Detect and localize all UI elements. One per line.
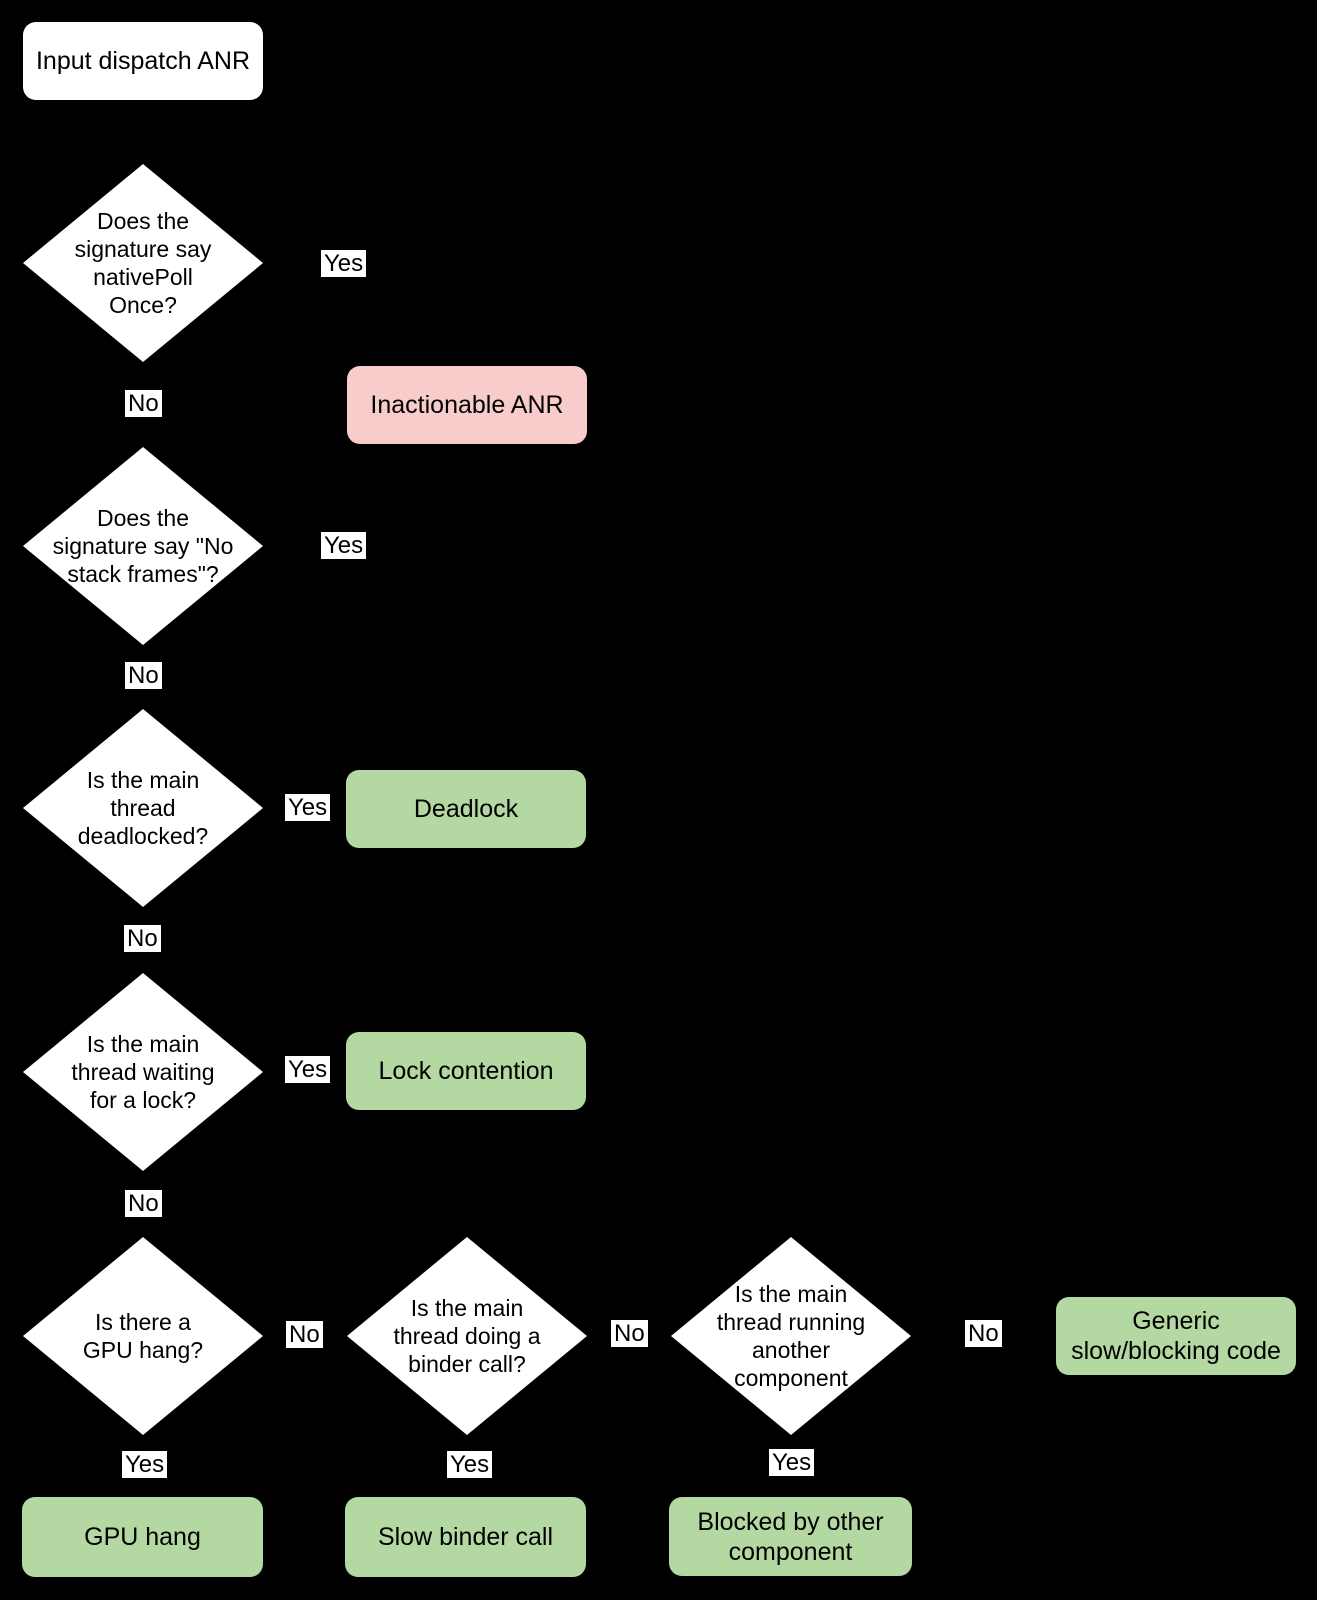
edge-label-yes-binder-call: Yes (447, 1451, 493, 1478)
edge-label-no-no-stack-frames: No (125, 662, 162, 689)
decision-label: Is the main thread waiting for a lock? (71, 1031, 215, 1113)
decision-label: Is the main thread doing a binder call? (393, 1295, 541, 1377)
decision-binder-call: Is the main thread doing a binder call? (347, 1237, 587, 1435)
decision-nativepoll-once: Does the signature say nativePoll Once? (23, 164, 263, 362)
edge-label-yes-deadlocked: Yes (285, 794, 331, 821)
edge-label-yes-nativepoll: Yes (321, 250, 367, 277)
result-label: Inactionable ANR (370, 391, 564, 419)
edge-label-yes-gpu-hang: Yes (122, 1451, 168, 1478)
start-node-label: Input dispatch ANR (35, 47, 250, 75)
result-inactionable-anr: Inactionable ANR (347, 366, 587, 444)
result-label: Slow binder call (377, 1523, 554, 1551)
decision-waiting-for-lock: Is the main thread waiting for a lock? (23, 973, 263, 1171)
decision-main-thread-deadlocked: Is the main thread deadlocked? (23, 709, 263, 907)
edge-label-yes-another-component: Yes (769, 1449, 815, 1476)
decision-label: Does the signature say nativePoll Once? (74, 208, 212, 318)
edge-label-no-gpu-hang: No (286, 1321, 323, 1348)
edge-label-no-binder-call: No (611, 1320, 648, 1347)
decision-gpu-hang: Is there a GPU hang? (23, 1237, 263, 1435)
edge-label-yes-waiting-for-lock: Yes (285, 1056, 331, 1083)
edge-label-no-waiting-for-lock: No (125, 1190, 162, 1217)
decision-label: Is there a GPU hang? (82, 1309, 204, 1363)
decision-label: Is the main thread deadlocked? (77, 767, 209, 849)
decision-running-another-component: Is the main thread running another compo… (671, 1237, 911, 1435)
result-label: Generic slow/blocking code (1071, 1307, 1281, 1365)
edge-label-no-deadlocked: No (124, 925, 161, 952)
edge-label-yes-no-stack-frames: Yes (321, 532, 367, 559)
result-gpu-hang: GPU hang (22, 1497, 263, 1577)
result-slow-binder-call: Slow binder call (345, 1497, 586, 1577)
result-label: Deadlock (413, 795, 519, 823)
decision-label: Is the main thread running another compo… (716, 1281, 866, 1391)
decision-label: Does the signature say "No stack frames"… (52, 505, 234, 587)
result-label: Blocked by other component (697, 1507, 884, 1566)
result-label: Lock contention (378, 1057, 554, 1085)
edge-label-no-another-component: No (965, 1320, 1002, 1347)
result-deadlock: Deadlock (346, 770, 586, 848)
result-label: GPU hang (84, 1523, 201, 1551)
result-blocked-by-other-component: Blocked by other component (669, 1497, 912, 1576)
edge-label-no-nativepoll: No (125, 390, 162, 417)
decision-no-stack-frames: Does the signature say "No stack frames"… (23, 447, 263, 645)
result-generic-slow-blocking-code: Generic slow/blocking code (1056, 1297, 1296, 1375)
start-node-input-dispatch-anr: Input dispatch ANR (23, 22, 263, 100)
result-lock-contention: Lock contention (346, 1032, 586, 1110)
